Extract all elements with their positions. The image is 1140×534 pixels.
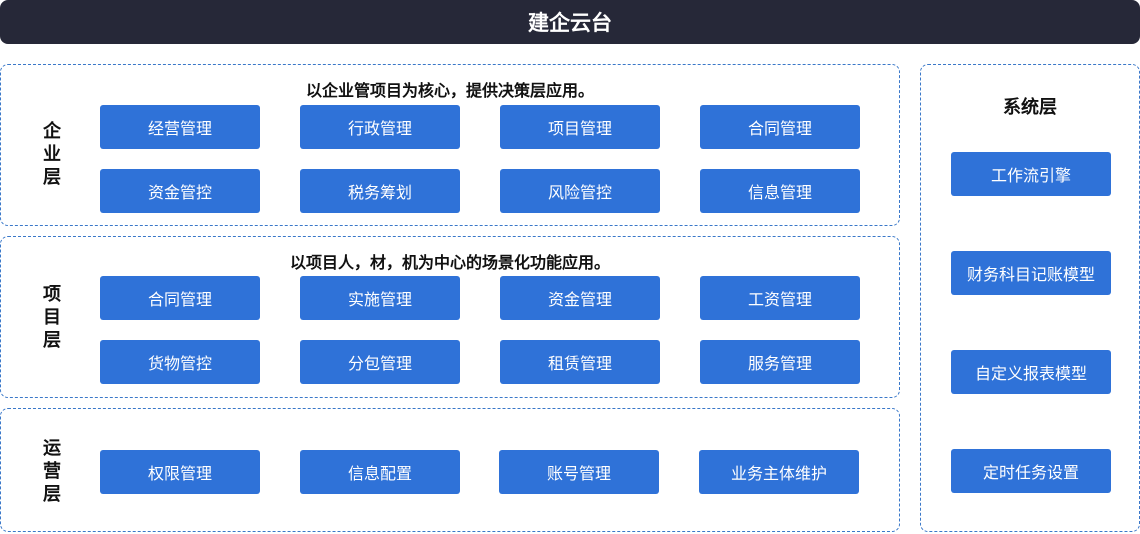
system-module-button[interactable]: 定时任务设置 [951, 449, 1111, 493]
enterprise-layer-panel: 企 业 层 以企业管项目为核心，提供决策层应用。 经营管理 行政管理 项目管理 … [0, 64, 900, 226]
operation-layer-panel: 运 营 层 权限管理 信息配置 账号管理 业务主体维护 [0, 408, 900, 532]
system-layer-title: 系统层 [1003, 97, 1057, 118]
module-button[interactable]: 货物管控 [100, 340, 260, 384]
module-button[interactable]: 实施管理 [300, 276, 460, 320]
system-module-button[interactable]: 自定义报表模型 [951, 350, 1111, 394]
module-button[interactable]: 合同管理 [700, 105, 860, 149]
module-button[interactable]: 经营管理 [100, 105, 260, 149]
project-layer-description: 以项目人，材，机为中心的场景化功能应用。 [289, 253, 610, 272]
module-button[interactable]: 服务管理 [700, 340, 860, 384]
system-module-button[interactable]: 财务科目记账模型 [951, 251, 1111, 295]
system-module-button[interactable]: 工作流引擎 [951, 152, 1111, 196]
project-layer-label: 项 目 层 [43, 284, 61, 351]
module-button[interactable]: 项目管理 [500, 105, 660, 149]
module-button[interactable]: 信息管理 [700, 169, 860, 213]
project-layer-panel: 项 目 层 以项目人，材，机为中心的场景化功能应用。 合同管理 实施管理 资金管… [0, 236, 900, 398]
enterprise-layer-label: 企 业 层 [43, 121, 61, 188]
module-button[interactable]: 业务主体维护 [699, 450, 859, 494]
module-button[interactable]: 工资管理 [700, 276, 860, 320]
module-button[interactable]: 合同管理 [100, 276, 260, 320]
module-button[interactable]: 风险管控 [500, 169, 660, 213]
enterprise-layer-description: 以企业管项目为核心，提供决策层应用。 [305, 81, 594, 100]
module-button[interactable]: 租赁管理 [500, 340, 660, 384]
operation-layer-label: 运 营 层 [43, 438, 61, 505]
module-button[interactable]: 资金管理 [500, 276, 660, 320]
module-button[interactable]: 账号管理 [499, 450, 659, 494]
system-layer-panel: 系统层 工作流引擎 财务科目记账模型 自定义报表模型 定时任务设置 [920, 64, 1140, 532]
page-title: 建企云台 [0, 0, 1140, 44]
module-button[interactable]: 行政管理 [300, 105, 460, 149]
module-button[interactable]: 税务筹划 [300, 169, 460, 213]
module-button[interactable]: 分包管理 [300, 340, 460, 384]
module-button[interactable]: 权限管理 [100, 450, 260, 494]
module-button[interactable]: 资金管控 [100, 169, 260, 213]
module-button[interactable]: 信息配置 [300, 450, 460, 494]
